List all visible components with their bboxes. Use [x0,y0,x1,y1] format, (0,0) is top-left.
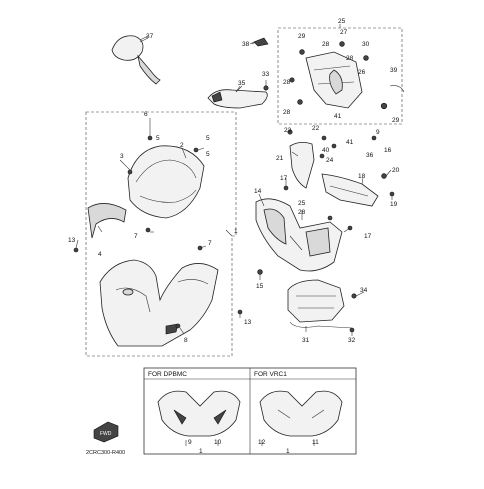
callout-15: 15 [256,283,264,290]
callout-25-mid: 25 [298,200,306,207]
front-direction-label: FWD [100,431,112,437]
callout-9-variant: 9 [188,439,192,446]
callout-5-a: 5 [156,135,160,142]
callout-5-c: 5 [206,151,210,158]
callout-29: 29 [298,33,306,40]
bolt [263,85,269,91]
callout-16: 16 [384,147,392,154]
callout-labels: 37 35 33 38 25 29 27 30 28 28 26 28 28 3… [68,18,400,455]
callout-30: 30 [362,41,370,48]
rear-view-mirror [111,35,161,85]
callout-27: 27 [340,29,348,36]
callout-28-mid2: 28 [298,209,306,216]
callout-34: 34 [360,287,368,294]
callout-2: 2 [180,142,184,149]
leader-lines [75,24,393,446]
callout-17-right: 17 [364,233,372,240]
callout-32: 32 [348,337,356,344]
callout-1-variant-right: 1 [286,448,290,455]
callout-18: 18 [358,173,366,180]
callout-39: 39 [390,67,398,74]
inner-panel [87,203,127,239]
callout-37: 37 [146,33,154,40]
callout-33: 33 [262,71,270,78]
stay-bracket-right [283,129,395,207]
fastener-set-left [73,135,243,329]
bolt [349,327,355,333]
callout-1-variant-left: 1 [199,448,203,455]
headlight-assembly [255,198,353,275]
callout-36: 36 [366,152,374,159]
callout-28-top: 28 [322,41,330,48]
clip [253,37,269,47]
variant-title-right: FOR VRC1 [254,371,287,378]
callout-12: 12 [258,439,266,446]
callout-25-top: 25 [338,18,346,25]
meter-assembly [287,279,357,323]
callout-4: 4 [98,251,102,258]
catalog-code: 2CRC300-R400 [86,450,125,456]
callout-20: 20 [392,167,400,174]
callout-1: 1 [234,228,238,235]
windshield [127,145,205,219]
front-cowling [99,259,219,347]
callout-40: 40 [322,147,330,154]
callout-7-left: 7 [134,233,138,240]
wire-lead [289,321,353,329]
callout-26: 26 [358,69,366,76]
callout-9-right: 9 [376,129,380,136]
cowling-stay-bracket [289,41,405,110]
callout-21: 21 [276,155,284,162]
variant-cowling-left [157,390,241,437]
front-direction-arrow [93,421,119,443]
callout-7-right: 7 [208,240,212,247]
callout-10: 10 [214,439,222,446]
callout-14: 14 [254,188,262,195]
callout-31: 31 [302,337,310,344]
callout-41-b: 41 [346,139,354,146]
bracket-assembly-outline [277,27,403,125]
variant-cowling-right [259,390,343,437]
callout-28-mid: 28 [346,55,354,62]
callout-29-right: 29 [392,117,400,124]
callout-8: 8 [184,337,188,344]
callout-23: 23 [284,127,292,134]
variant-title-left: FOR DPBMC [148,371,187,378]
callout-13-left: 13 [68,237,76,244]
callout-28-left: 28 [283,79,291,86]
callout-19: 19 [390,201,398,208]
callout-3: 3 [120,153,124,160]
callout-5-b: 5 [206,135,210,142]
callout-13-right: 13 [244,319,252,326]
callout-22: 22 [312,125,320,132]
callout-17-top: 17 [280,175,288,182]
air-duct-cover [207,85,268,109]
callout-38: 38 [242,41,250,48]
callout-35: 35 [238,80,246,87]
callout-24: 24 [326,157,334,164]
callout-6: 6 [144,111,148,118]
callout-28-low: 28 [283,109,291,116]
callout-11: 11 [312,439,319,446]
callout-41: 41 [334,113,342,120]
